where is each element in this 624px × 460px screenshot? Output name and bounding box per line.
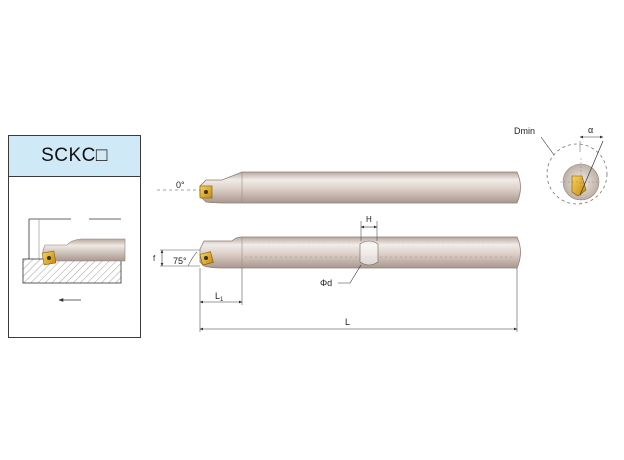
end-view [540, 135, 608, 205]
label-dim-phi-d: Φd [320, 278, 332, 288]
label-dim-l1: L1 [215, 291, 224, 303]
top-boring-bar [157, 171, 521, 204]
machining-diagram [22, 218, 126, 302]
label-dim-alpha: α [588, 125, 593, 135]
type-card-title: SCKC□ [9, 136, 140, 177]
label-dim-f: f [153, 254, 156, 263]
label-dim-h: H [366, 215, 372, 224]
type-card: SCKC□ [8, 135, 141, 338]
label-angle-75: 75° [173, 256, 187, 266]
section-marker [359, 240, 379, 266]
label-dim-dmin: Dmin [514, 126, 535, 136]
label-dim-l: L [345, 317, 350, 327]
label-angle-zero: 0° [176, 180, 185, 190]
